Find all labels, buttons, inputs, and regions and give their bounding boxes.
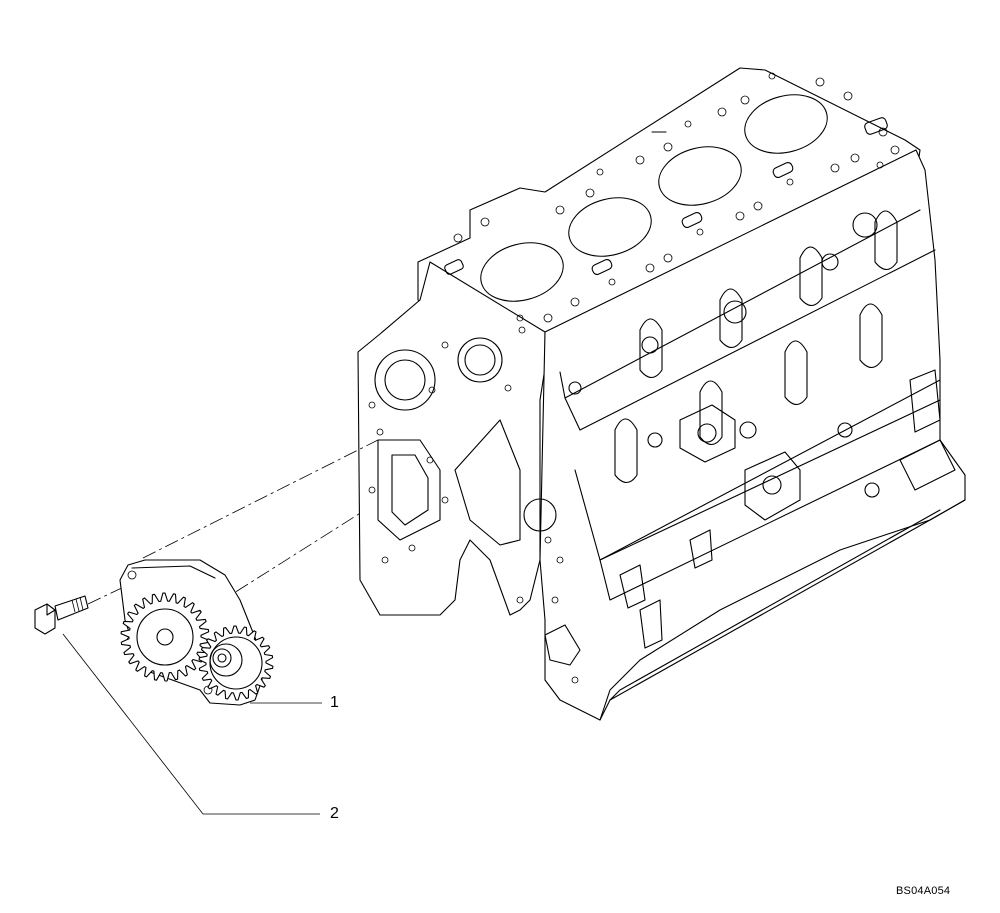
callout-2: 2 [330, 805, 339, 822]
leader-line-2 [62, 633, 320, 815]
drawing-code: BS04A054 [896, 885, 951, 897]
bolt [34, 595, 89, 635]
oil-pump [119, 559, 274, 706]
leader-lines [62, 633, 322, 815]
callout-1: 1 [330, 694, 339, 711]
engine-block [357, 67, 966, 721]
